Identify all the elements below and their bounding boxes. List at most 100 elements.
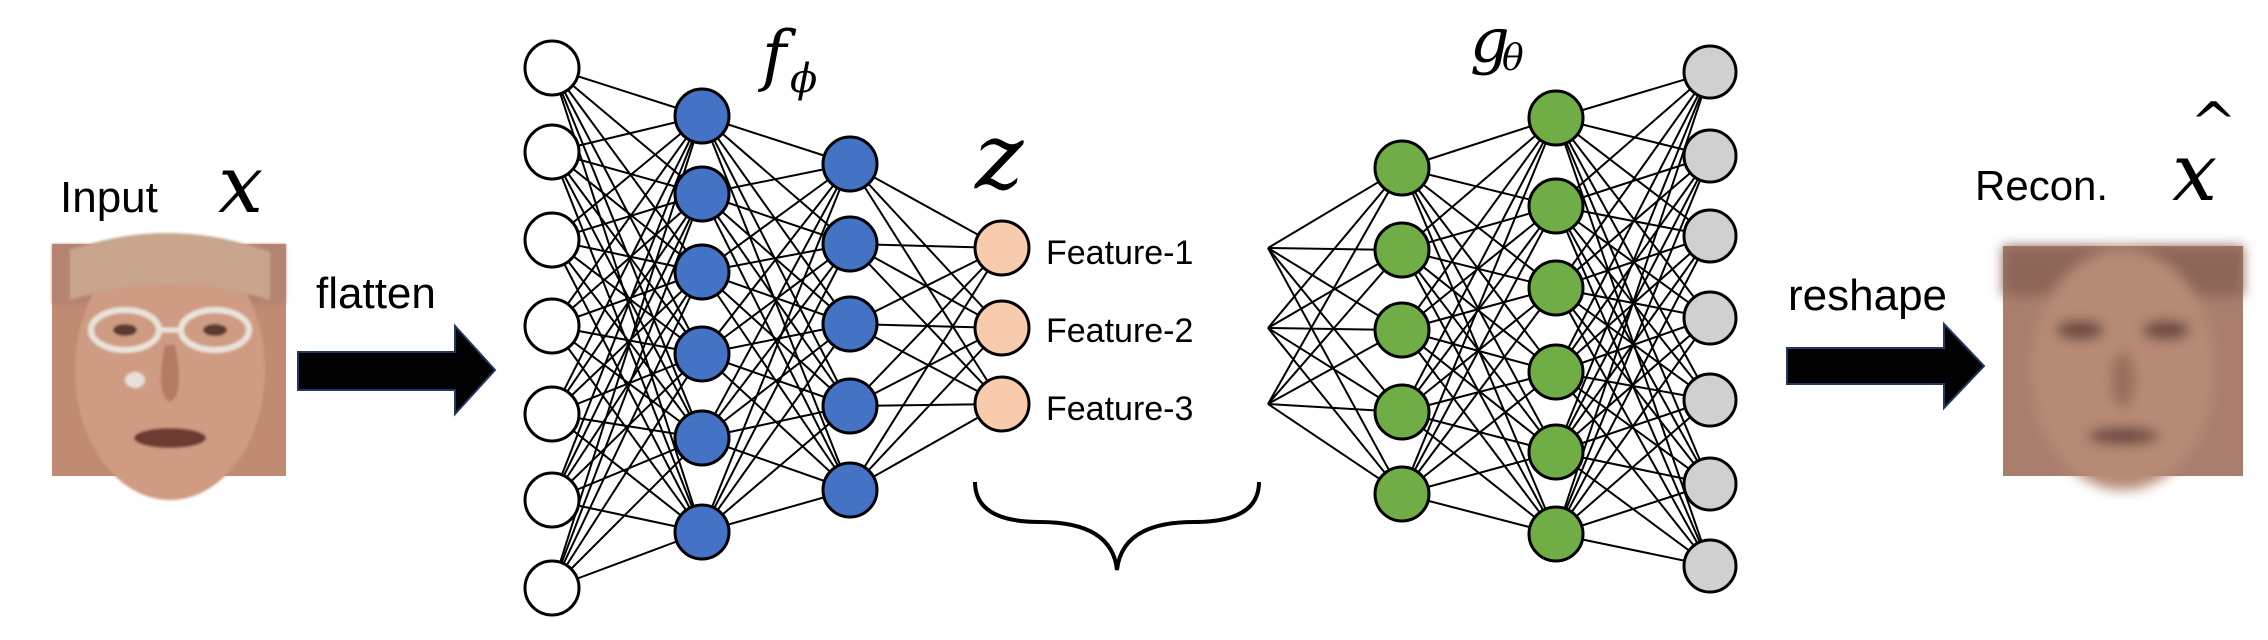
connection-edge <box>551 151 703 439</box>
connection-edge <box>551 115 703 415</box>
connection-edge <box>701 323 851 439</box>
connection-edge <box>551 437 703 589</box>
connection-edge <box>551 67 703 195</box>
connection-edge <box>701 163 851 439</box>
connection-edge <box>551 151 703 355</box>
output-node <box>1682 372 1738 428</box>
output-node <box>1682 456 1738 512</box>
connection-edge <box>701 163 851 533</box>
connection-edge <box>1401 249 1557 373</box>
connection-edge <box>701 163 851 273</box>
connection-edge <box>1401 205 1557 413</box>
connection-edge <box>1555 71 1711 289</box>
latent-node <box>973 375 1031 433</box>
decoder-node <box>1373 221 1431 279</box>
connection-edge <box>701 243 851 439</box>
connection-edge <box>551 193 703 501</box>
output-node <box>1682 208 1738 264</box>
connection-edge <box>1555 317 1711 535</box>
connection-edge <box>1401 117 1557 251</box>
connection-edge <box>1555 71 1711 207</box>
connection-edge <box>1555 117 1711 237</box>
connection-edge <box>701 163 851 355</box>
encoder-node <box>673 87 731 145</box>
flatten-arrow <box>297 323 497 417</box>
connection-edge <box>551 239 703 355</box>
output-node <box>1682 44 1738 100</box>
connection-edge <box>849 323 1003 405</box>
encoder-node <box>821 377 879 435</box>
decoder-symbol: g <box>1470 4 1510 77</box>
input-node <box>523 471 581 529</box>
decoder-node <box>1527 343 1585 401</box>
connection-edge <box>551 193 703 415</box>
input-label: Input <box>60 173 158 222</box>
decoder-node <box>1527 89 1585 147</box>
connection-edge <box>551 325 703 439</box>
output-node <box>1682 538 1738 594</box>
connection-edge <box>551 353 703 589</box>
decoder-node <box>1373 465 1431 523</box>
connection-edge <box>1401 205 1557 331</box>
connection-edge <box>1267 327 1403 495</box>
feature-1-label: Feature-1 <box>1046 234 1193 272</box>
connection-edge <box>1267 167 1403 329</box>
encoder-node <box>673 243 731 301</box>
connection-edge <box>551 193 703 327</box>
connection-edge <box>551 151 703 273</box>
connection-edge <box>1555 71 1711 373</box>
network-edges <box>551 67 1711 589</box>
connection-edge <box>1555 71 1711 453</box>
recon-hat: ^ <box>2190 91 2237 156</box>
output-node <box>1682 290 1738 346</box>
network-nodes <box>523 39 1738 617</box>
feature-3-label: Feature-3 <box>1046 390 1193 428</box>
connection-edge <box>551 115 703 241</box>
connection-edge <box>551 353 703 501</box>
encoder-node <box>821 461 879 519</box>
input-symbol: x <box>218 138 263 231</box>
connection-edge <box>1401 117 1557 495</box>
connection-edge <box>1401 117 1557 331</box>
connection-edge <box>1401 287 1557 495</box>
connection-edge <box>849 247 1003 407</box>
connection-edge <box>1401 205 1557 495</box>
encoder-node <box>821 135 879 193</box>
connection-edge <box>849 247 1003 491</box>
latent-node <box>973 219 1031 277</box>
connection-edge <box>551 115 703 501</box>
connection-edge <box>1267 167 1403 405</box>
latent-symbol: z <box>974 103 1024 210</box>
input-node <box>523 123 581 181</box>
connection-edge <box>701 405 851 533</box>
latent-node <box>973 299 1031 357</box>
output-node <box>1682 128 1738 184</box>
input-node <box>523 559 581 617</box>
reshape-label: reshape <box>1788 271 1947 320</box>
encoder-node <box>821 295 879 353</box>
decoder-node <box>1373 301 1431 359</box>
connection-edge <box>1555 155 1711 535</box>
decoder-node <box>1527 177 1585 235</box>
encoder-subscript: ϕ <box>790 56 817 102</box>
decoder-node <box>1373 139 1431 197</box>
connection-edge <box>701 323 851 533</box>
connection-edge <box>1555 235 1711 535</box>
connection-edge <box>849 163 1003 405</box>
input-node <box>523 385 581 443</box>
encoder-node <box>673 165 731 223</box>
decoder-node <box>1527 423 1585 481</box>
feature-2-label: Feature-2 <box>1046 312 1193 350</box>
decoder-node <box>1373 383 1431 441</box>
input-face-image <box>52 232 286 500</box>
connection-edge <box>849 403 1003 491</box>
connection-edge <box>551 271 703 415</box>
connection-edge <box>701 243 851 533</box>
flatten-label: flatten <box>316 269 436 318</box>
curly-brace-icon <box>973 481 1261 571</box>
encoder-node <box>673 325 731 383</box>
reshape-arrow <box>1786 321 1986 411</box>
connection-edge <box>1267 249 1403 405</box>
connection-edge <box>551 67 703 273</box>
encoder-node <box>821 215 879 273</box>
